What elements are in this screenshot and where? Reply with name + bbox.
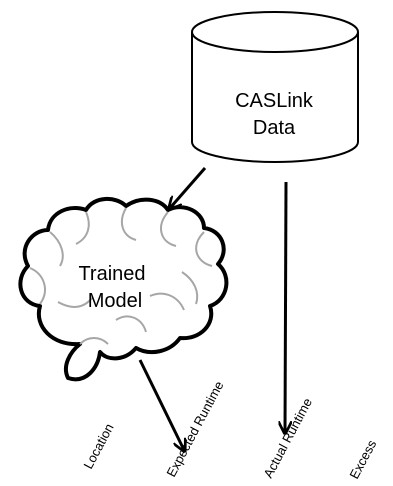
brain-fold-5	[195, 231, 213, 267]
model-label-line1: Trained	[78, 263, 145, 285]
brain-fold-1	[49, 231, 64, 267]
brain-fold-10	[181, 271, 199, 305]
brain-fold-9	[115, 315, 147, 333]
model-label-line2: Model	[88, 290, 142, 312]
cylinder-top	[191, 11, 359, 53]
brain-fold-3	[120, 207, 137, 241]
brain-fold-4	[160, 211, 177, 247]
arrow-data-to-model	[170, 167, 207, 208]
brain-fold-8	[149, 292, 185, 311]
column-label-excess: Excess	[346, 437, 379, 481]
column-label-actual-runtime: Actual Runtime	[260, 396, 315, 481]
brain-icon: Trained Model	[18, 197, 229, 382]
brain-fold-11	[79, 337, 109, 345]
cylinder-body	[191, 32, 359, 163]
database-label-line2: Data	[253, 117, 296, 139]
arrow-model-to-expected-runtime	[138, 359, 184, 450]
brain-fold-7	[57, 297, 93, 308]
database-label-line1: CASLink	[235, 90, 314, 112]
brain-fold-2	[75, 211, 90, 245]
column-label-location: Location	[80, 421, 116, 471]
brain-fold-6	[29, 267, 46, 305]
database-cylinder: CASLink Data	[191, 11, 359, 163]
arrow-data-to-actual-runtime	[285, 181, 286, 432]
